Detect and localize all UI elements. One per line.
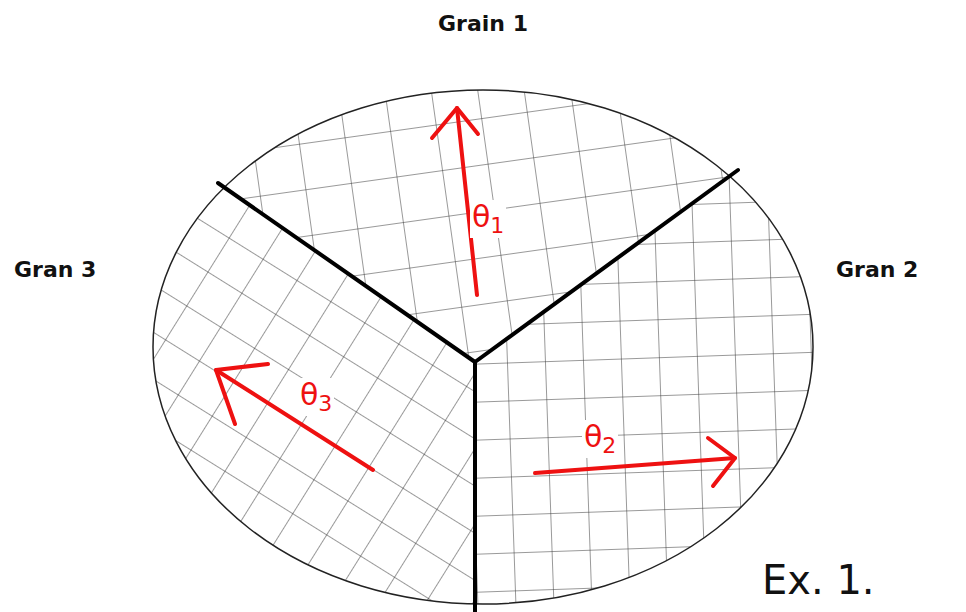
angle-label: θ1 bbox=[470, 200, 506, 238]
grain-3-grid bbox=[0, 4, 475, 612]
angle-label: θ2 bbox=[582, 420, 618, 458]
orientation-arrows bbox=[216, 108, 735, 486]
grain-2-grid bbox=[475, 0, 966, 612]
angle-label: θ3 bbox=[298, 378, 334, 416]
grain-label: Gran 2 bbox=[836, 258, 918, 282]
grain-label: Gran 3 bbox=[14, 258, 96, 282]
grain-1-grid bbox=[0, 0, 966, 362]
example-number: Ex. 1. bbox=[762, 558, 875, 602]
sample-outline bbox=[153, 90, 813, 604]
grain-label: Grain 1 bbox=[438, 12, 528, 36]
grain-boundaries bbox=[218, 170, 738, 612]
